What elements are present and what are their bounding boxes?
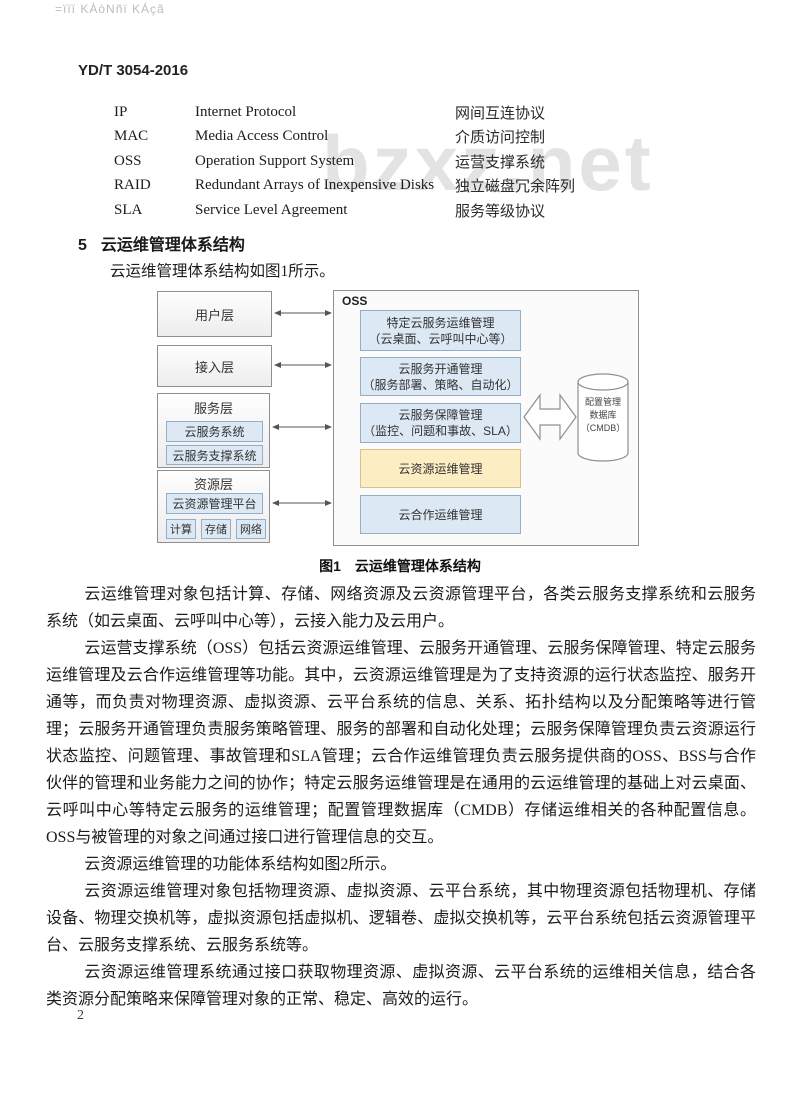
body-text: 云运维管理对象包括计算、存储、网络资源及云资源管理平台，各类云服务支撑系统和云服…: [46, 581, 756, 1013]
module-subtitle: （监控、问题和事故、SLA）: [363, 424, 518, 438]
oss-module-provisioning: 云服务开通管理 （服务部署、策略、自动化）: [360, 357, 521, 396]
layer-label: 接入层: [194, 359, 234, 375]
paragraph: 云运维管理对象包括计算、存储、网络资源及云资源管理平台，各类云服务支撑系统和云服…: [46, 586, 756, 630]
database-label-line: 配置管理: [584, 397, 621, 407]
resource-small-box: 计算: [166, 519, 196, 539]
figure1-diagram: 用户层 接入层 服务层 云服务系统 云服务支撑系统 资源层 云资源管理平台: [0, 288, 800, 550]
database-label-line: 数据库: [589, 410, 617, 420]
module-subtitle: （服务部署、策略、自动化）: [362, 377, 519, 392]
abbrev-chinese: 网间互连协议: [455, 105, 546, 122]
abbrev-row: SLA Service Level Agreement 服务等级协议: [114, 198, 734, 223]
figure-caption: 图1 云运维管理体系结构: [319, 558, 481, 574]
site-watermark-text: bzxz.net: [322, 119, 654, 207]
abbrev-row: OSS Operation Support System 运营支撑系统: [114, 149, 734, 174]
abbrev-english: Operation Support System: [195, 152, 355, 169]
oss-module-specific-service: 特定云服务运维管理 （云桌面、云呼叫中心等）: [360, 310, 521, 351]
layer-label: 用户层: [194, 307, 234, 323]
abbrev-row: RAID Redundant Arrays of Inexpensive Dis…: [114, 174, 734, 199]
resource-small-label: 网络: [240, 524, 262, 536]
abbrev-row: MAC Media Access Control 介质访问控制: [114, 125, 734, 150]
layer-box-user: 用户层: [157, 291, 272, 337]
abbrev-english: Media Access Control: [195, 128, 329, 145]
service-child-box: 云服务支撑系统: [166, 445, 263, 465]
module-title: 云资源运维管理: [398, 461, 483, 476]
oss-label: OSS: [342, 294, 368, 308]
abbrev-chinese: 运营支撑系统: [455, 154, 546, 171]
abbrev-chinese: 服务等级协议: [455, 203, 546, 220]
layer-box-service: 服务层 云服务系统 云服务支撑系统: [157, 393, 270, 468]
oss-container-box: OSS 特定云服务运维管理 （云桌面、云呼叫中心等） 云服务开通管理 （服务部署…: [333, 290, 639, 546]
page-number: 2: [77, 1008, 84, 1023]
oss-module-resource-om: 云资源运维管理: [360, 449, 521, 488]
oss-module-cooperation: 云合作运维管理: [360, 495, 521, 534]
resource-small-box: 存储: [201, 519, 231, 539]
abbrev-chinese: 介质访问控制: [455, 130, 546, 147]
service-child-label: 云服务系统: [184, 425, 245, 439]
resource-platform-box: 云资源管理平台: [166, 493, 263, 514]
layer-label: 服务层: [193, 401, 233, 416]
abbrev-code: IP: [114, 103, 128, 120]
resource-platform-label: 云资源管理平台: [172, 497, 257, 511]
abbrev-chinese: 独立磁盘冗余阵列: [455, 179, 576, 196]
abbreviation-table: IP Internet Protocol 网间互连协议 MAC Media Ac…: [114, 100, 734, 223]
module-subtitle: （云桌面、云呼叫中心等）: [368, 331, 513, 346]
abbrev-code: SLA: [114, 201, 143, 218]
module-title: 云合作运维管理: [398, 507, 483, 522]
paragraph: 云资源运维管理的功能体系结构如图2所示。: [84, 856, 397, 873]
abbrev-code: RAID: [114, 177, 151, 194]
abbrev-code: OSS: [114, 152, 142, 169]
layer-box-resource: 资源层 云资源管理平台 计算 存储 网络: [157, 470, 270, 543]
intro-sentence: 云运维管理体系结构如图1所示。: [110, 263, 335, 280]
layer-box-access: 接入层: [157, 345, 272, 387]
resource-small-box: 网络: [236, 519, 266, 539]
paragraph: 云资源运维管理系统通过接口获取物理资源、虚拟资源、云平台系统的运维相关信息，结合…: [46, 964, 756, 1008]
module-title: 特定云服务运维管理: [386, 315, 495, 330]
abbrev-english: Service Level Agreement: [195, 201, 348, 218]
abbrev-code: MAC: [114, 128, 149, 145]
section-heading: 5 云运维管理体系结构: [78, 231, 245, 255]
header-watermark-text: =ïïï KÀòNñï KÁçã: [55, 2, 165, 16]
module-title: 云服务开通管理: [398, 361, 483, 376]
abbrev-english: Internet Protocol: [195, 103, 297, 120]
service-child-label: 云服务支撑系统: [172, 448, 257, 463]
module-title: 云服务保障管理: [398, 408, 483, 422]
abbrev-row: IP Internet Protocol 网间互连协议: [114, 100, 734, 125]
oss-module-assurance: 云服务保障管理 （监控、问题和事故、SLA）: [360, 403, 521, 443]
database-label: 配置管理 数据库 （CMDB）: [578, 396, 628, 435]
double-arrow-shape: [523, 393, 577, 441]
paragraph: 云资源运维管理对象包括物理资源、虚拟资源、云平台系统，其中物理资源包括物理机、存…: [46, 883, 756, 954]
service-child-box: 云服务系统: [166, 421, 263, 442]
doc-number: YD/T 3054-2016: [78, 62, 189, 79]
section-number: 5: [78, 237, 87, 254]
resource-small-label: 存储: [205, 524, 227, 536]
resource-small-label: 计算: [170, 524, 192, 536]
layer-label: 资源层: [193, 477, 233, 492]
abbrev-english: Redundant Arrays of Inexpensive Disks: [195, 177, 435, 194]
paragraph: 云运营支撑系统（OSS）包括云资源运维管理、云服务开通管理、云服务保障管理、特定…: [46, 640, 756, 846]
section-title: 云运维管理体系结构: [100, 237, 245, 254]
database-label-line: （CMDB）: [580, 423, 626, 433]
